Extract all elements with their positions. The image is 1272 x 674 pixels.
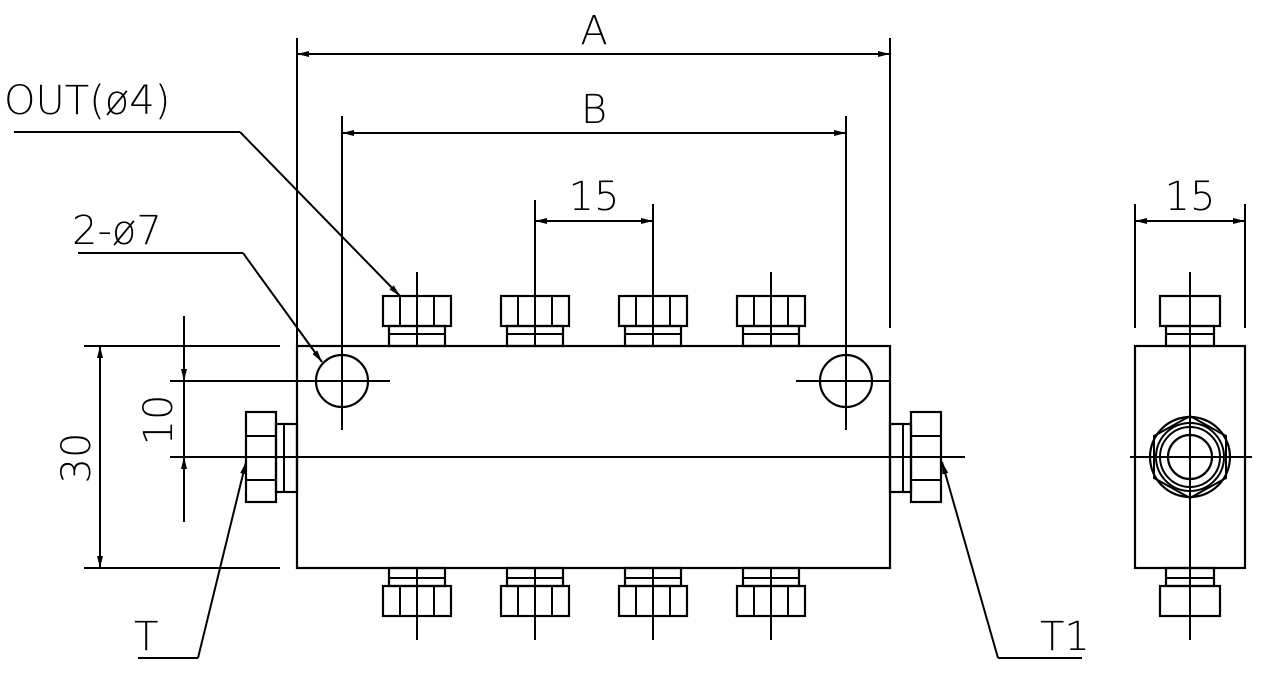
- outlet-fitting: [381, 272, 453, 348]
- callout-out: OUT(ø4): [4, 78, 401, 297]
- mounting-hole-right: [796, 116, 890, 430]
- outlet-fitting: [617, 204, 689, 348]
- port-t1-label: T1: [1040, 614, 1090, 660]
- dim-pitch-label: 15: [569, 174, 620, 220]
- bottom-outlet-fittings: [381, 566, 807, 640]
- dimension-a: A: [296, 8, 891, 346]
- outlet-fitting: [381, 566, 453, 640]
- dim-height-label: 30: [54, 433, 100, 484]
- port-fitting-t1: [888, 410, 943, 504]
- outlet-fitting: [735, 566, 807, 640]
- outlet-fitting: [617, 566, 689, 640]
- port-fitting-t: [244, 410, 299, 504]
- callout-holes: 2-ø7: [72, 208, 323, 363]
- outlet-fitting: [499, 566, 571, 640]
- dimension-b: B: [342, 87, 846, 136]
- callout-out-label: OUT(ø4): [4, 78, 170, 124]
- callout-holes-label: 2-ø7: [72, 208, 162, 254]
- dimension-pitch: 15: [535, 174, 653, 224]
- dim-side-width-label: 15: [1165, 174, 1216, 220]
- dim-hole-offset-label: 10: [136, 395, 182, 446]
- port-t-label: T: [134, 614, 158, 660]
- mounting-hole-left: [170, 116, 390, 430]
- outlet-fitting: [499, 200, 571, 348]
- top-outlet-fittings: [381, 200, 807, 348]
- callout-port-t1: T1: [941, 461, 1090, 660]
- dimension-hole-offset: 10: [136, 316, 187, 522]
- outlet-fitting: [735, 272, 807, 348]
- dim-b-label: B: [581, 87, 607, 133]
- dim-a-label: A: [580, 8, 607, 54]
- dimension-height: 30: [54, 345, 280, 569]
- callout-port-t: T: [134, 461, 247, 660]
- side-view: 15: [1130, 174, 1252, 640]
